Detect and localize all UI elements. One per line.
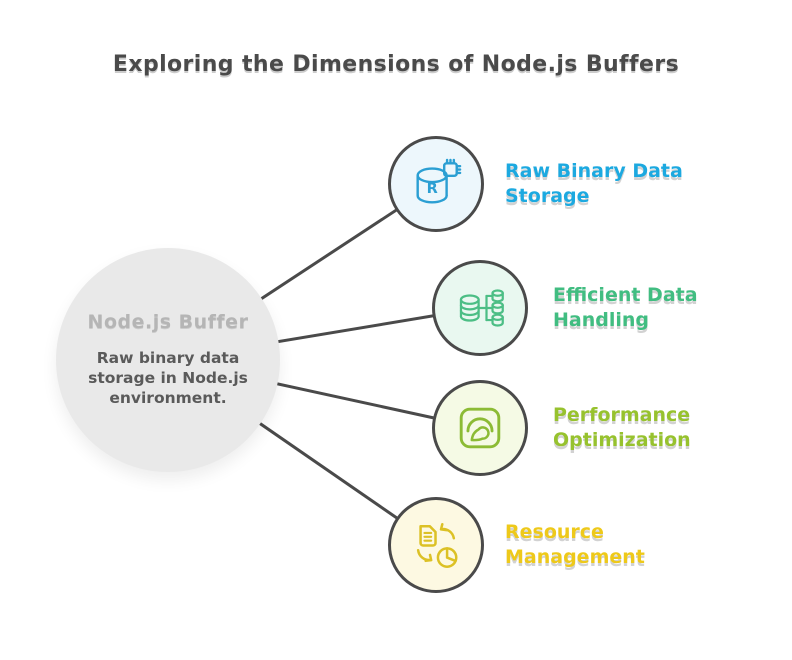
database-letter: R xyxy=(427,181,438,197)
label-line: Resource xyxy=(505,521,604,543)
label-line: Performance xyxy=(553,404,691,426)
central-node-title: Node.js Buffer xyxy=(87,311,249,334)
gauge-icon xyxy=(459,407,501,449)
label-line: Storage xyxy=(505,185,590,208)
label-raw-binary-data-storage: Raw Binary Data Storage xyxy=(505,159,683,210)
node-resource-management xyxy=(388,497,484,593)
node-raw-binary-data-storage: R xyxy=(388,136,484,232)
label-performance-optimization: Performance Optimization xyxy=(553,403,691,454)
central-node-description: Raw binary data storage in Node.js envir… xyxy=(88,349,248,407)
label-efficient-data-handling: Efficient Data Handling xyxy=(553,283,698,334)
page-title: Exploring the Dimensions of Node.js Buff… xyxy=(112,52,680,77)
label-line: Handling xyxy=(553,309,650,332)
node-efficient-data-handling xyxy=(432,260,528,356)
database-r-chip-icon: R xyxy=(416,158,462,204)
label-line: Optimization xyxy=(553,429,691,452)
label-line: Efficient Data xyxy=(553,284,698,306)
label-resource-management: Resource Management xyxy=(505,520,645,571)
database-distribution-icon xyxy=(459,289,504,327)
central-node: Node.js Buffer Raw binary data storage i… xyxy=(56,248,280,472)
label-line: Raw Binary Data xyxy=(505,160,683,182)
label-line: Management xyxy=(505,546,645,569)
node-performance-optimization xyxy=(432,380,528,476)
document-recycle-pie-icon xyxy=(416,523,458,568)
